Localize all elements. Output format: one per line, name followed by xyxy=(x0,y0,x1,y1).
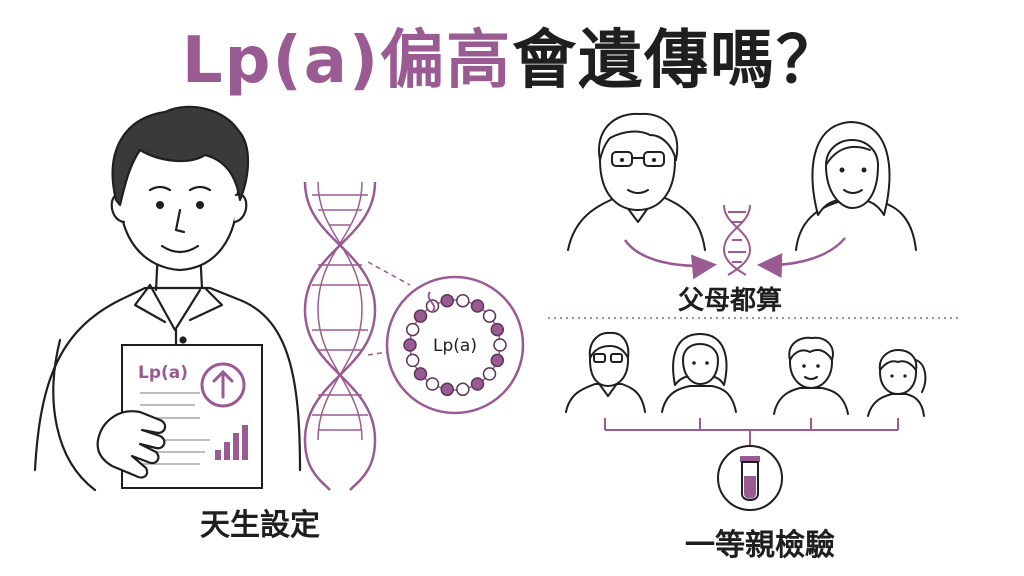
particle-bead xyxy=(403,338,417,352)
father-illustration xyxy=(567,112,706,251)
dna-icon xyxy=(303,181,377,491)
particle-bead xyxy=(405,353,420,368)
particle-bead xyxy=(413,309,428,323)
family-member-mother xyxy=(661,333,737,413)
particle-bead xyxy=(493,338,507,352)
particle-bead xyxy=(413,367,428,381)
title-question: 會遺傳嗎？ xyxy=(512,24,843,98)
mother-illustration xyxy=(795,121,917,251)
particle-bead xyxy=(405,322,420,337)
particle-bead xyxy=(440,382,454,397)
particle-bead xyxy=(470,377,485,391)
family-member-daughter xyxy=(867,349,927,417)
test-tube-icon xyxy=(717,445,783,511)
lipoprotein-label: Lp(a) xyxy=(433,336,477,356)
page-title: Lp(a)偏高會遺傳嗎？ xyxy=(0,18,1024,104)
zoom-connector xyxy=(367,261,411,356)
particle-bead xyxy=(456,293,470,308)
dna-icon xyxy=(722,204,752,276)
particle-bead xyxy=(440,293,454,308)
apo-strand xyxy=(427,291,436,313)
particle-bead xyxy=(482,309,497,323)
family-tree-connector xyxy=(604,418,899,446)
particle-beads xyxy=(403,293,507,397)
parents-caption: 父母都算 xyxy=(677,286,782,316)
title-highlight: Lp(a)偏高 xyxy=(181,24,513,98)
family-member-son xyxy=(773,336,849,415)
particle-bead xyxy=(482,367,497,381)
particle-bead xyxy=(490,322,505,337)
family-caption: 一等親檢驗 xyxy=(685,528,835,563)
arrow-from-mother xyxy=(757,237,846,279)
particle-bead xyxy=(425,377,440,391)
particle-bead xyxy=(456,382,470,397)
hand xyxy=(96,410,167,479)
up-arrow-icon xyxy=(200,362,246,408)
particle-bead xyxy=(470,299,485,313)
arrow-from-father xyxy=(623,239,717,280)
family-member-father xyxy=(565,331,646,413)
left-caption: 天生設定 xyxy=(200,508,320,543)
report-label: Lp(a) xyxy=(138,363,188,383)
particle-bead xyxy=(490,353,505,368)
bar-chart-icon xyxy=(215,425,248,460)
